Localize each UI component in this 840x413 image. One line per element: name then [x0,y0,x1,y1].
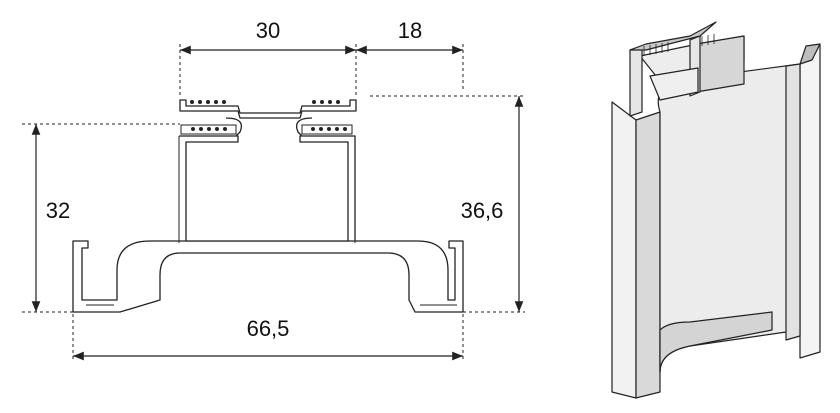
profile-box-body [179,135,356,242]
iso-top-box-side [695,35,745,93]
iso-curved-shade [659,311,773,373]
profile-base-channel [72,240,464,313]
profile-cross-section [72,99,464,313]
iso-right-lip [799,43,821,65]
iso-right-inner [785,63,801,341]
dim-label-right-height: 36,6 [461,198,504,223]
iso-front-face [611,101,637,399]
dim-label-bottom-width: 66,5 [247,316,290,341]
iso-right-upright [799,43,821,359]
profile-top-cap [179,99,357,119]
dim-label-top-offset: 18 [398,18,422,43]
profile-teeth-bar [180,124,353,135]
iso-fin-top [629,21,717,51]
dim-label-top-width: 30 [256,18,280,43]
iso-teeth [643,34,715,56]
profile-3d-view [611,21,821,399]
iso-inner-wall [649,67,699,101]
profile-box-inner [178,136,356,243]
dimension-lines [31,45,524,361]
dimension-labels: 30 18 32 36,6 66,5 [46,18,504,341]
profile-neck [225,117,313,137]
iso-fin-left [629,45,643,117]
iso-front-face-inner [635,111,661,399]
profile-teeth [190,100,347,131]
dim-label-left-height: 32 [46,198,70,223]
